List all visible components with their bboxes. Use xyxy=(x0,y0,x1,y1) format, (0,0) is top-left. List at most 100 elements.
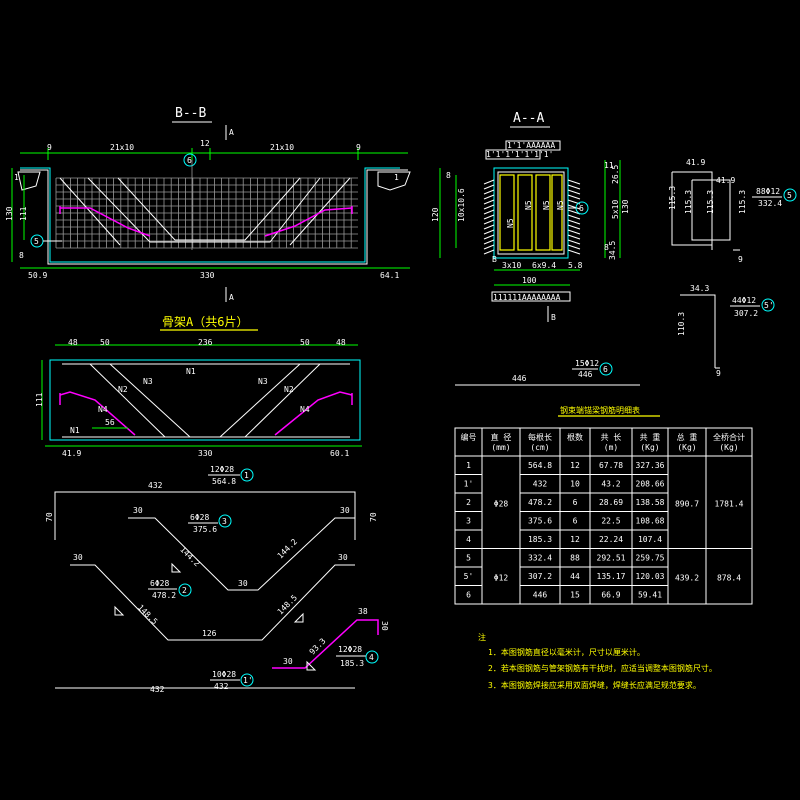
table-cell: 259.75 xyxy=(636,554,665,563)
table-cell: 327.36 xyxy=(636,461,665,470)
bb-dim-top-2: 12 xyxy=(200,139,210,148)
aa-hatch-line-left xyxy=(483,239,495,245)
table-cell: 890.7 xyxy=(675,499,699,508)
aa-dim-bottom-2: 5.8 xyxy=(568,261,583,270)
table-header-cell: 直 径 xyxy=(491,432,512,442)
aa-hatch-line-right xyxy=(567,209,581,215)
bar2-d126: 126 xyxy=(202,629,217,638)
bb-dim-bottom-1: 330 xyxy=(200,271,215,280)
table-cell: Φ28 xyxy=(494,499,509,508)
bar1p-label: 10Φ28 xyxy=(212,670,236,679)
aa-top-code-row2: 1'1'1'1'1'1'1' xyxy=(486,150,553,159)
note-3: 3．本图钢筋焊接应采用双面焊缝，焊缝长应满足规范要求。 xyxy=(488,680,701,690)
bar3-callout xyxy=(218,514,232,528)
table-cell: 88 xyxy=(570,554,580,563)
aa-hatch-line-right xyxy=(567,214,581,220)
s5-dim-2: 115.3 xyxy=(668,186,677,210)
aa-dim-left-0: 120 xyxy=(431,207,440,222)
aa-b-label-top: B xyxy=(492,255,497,264)
table-cell: 564.8 xyxy=(528,461,552,470)
bb-dim-top-1: 21x10 xyxy=(110,143,134,152)
table-cell: 185.3 xyxy=(528,535,552,544)
bar-6: 15Φ12 446 6 446 xyxy=(455,359,640,386)
bar1-dim: 432 xyxy=(148,481,163,490)
aa-hatch-line-left xyxy=(483,219,495,225)
truss-dim-bottom-0: 41.9 xyxy=(62,449,81,458)
aa-hatch-line-left xyxy=(483,209,495,215)
bar4-d30b: 30 xyxy=(380,621,389,631)
table-header-cell: 总 重 xyxy=(677,432,698,442)
truss-label-7: N1 xyxy=(70,426,80,435)
bar4-d933: 93.3 xyxy=(308,636,328,656)
table-cell: 2 xyxy=(466,498,471,507)
bar-3: 30 30 30 144.2 144.2 6Φ28 375.6 3 xyxy=(128,506,355,591)
aa-num-8: 8 xyxy=(446,171,451,180)
table-cell: 138.58 xyxy=(636,498,665,507)
bar1p-callout xyxy=(240,673,254,687)
table-header-cell: (Kg) xyxy=(640,443,659,452)
s5p-dim-2: 9 xyxy=(716,369,721,378)
aa-hatch-line-right xyxy=(567,224,581,230)
s5-dim-0: 41.9 xyxy=(686,158,705,167)
aa-bar-label-3: N5 xyxy=(556,200,565,210)
table-cell: 478.2 xyxy=(528,498,552,507)
aa-callout-6-text: 6 xyxy=(579,204,584,213)
table-cell: 4 xyxy=(466,535,471,544)
s5p-len: 307.2 xyxy=(734,309,758,318)
aa-hatch-line-right xyxy=(567,244,581,250)
table-cell: 1' xyxy=(464,480,474,489)
table-header-cell: (Kg) xyxy=(677,443,696,452)
aa-hatch-line-left xyxy=(483,234,495,240)
s5-dim-5-rot: 115.3 xyxy=(738,190,747,214)
table-cell: Φ12 xyxy=(494,573,509,582)
bar2-callout xyxy=(178,583,192,597)
note-1: 1．本图钢筋直径以毫米计，尺寸以厘米计。 xyxy=(488,647,645,657)
notes: 注 1．本图钢筋直径以毫米计，尺寸以厘米计。 2．若本图钢筋与管架钢筋有干扰时，… xyxy=(478,632,717,690)
aa-top-code: 1'1'AAAAAA xyxy=(507,141,555,150)
stirrup-5p: 34.3 110.3 9 44Φ12 307.2 5' xyxy=(677,284,775,378)
aa-hatch-line-left xyxy=(483,229,495,235)
truss-dim-top-1: 50 xyxy=(100,338,110,347)
s5-dim-9: 9 xyxy=(738,255,743,264)
bar3-d144a: 144.2 xyxy=(178,545,202,569)
notes-title: 注 xyxy=(478,632,486,642)
truss-a: 骨架A（共6片） 48 50 236 50 48 N1 N2 N3 N3 N2 … xyxy=(35,315,362,458)
truss-label-3: N3 xyxy=(258,377,268,386)
aa-hatch-line-left xyxy=(483,199,495,205)
table-header-cell: (Kg) xyxy=(719,443,738,452)
table-cell: 292.51 xyxy=(597,554,626,563)
table-cell: 446 xyxy=(533,591,548,600)
bar3-d30c: 30 xyxy=(238,579,248,588)
bar6-callout xyxy=(599,362,613,376)
table-cell: 1781.4 xyxy=(715,499,744,508)
bar2-d1485a: 148.5 xyxy=(136,603,160,627)
truss-label-1: N2 xyxy=(118,385,128,394)
bar3-d144b: 144.2 xyxy=(276,537,300,561)
aa-dim-right-5: 34.5 xyxy=(608,241,617,260)
s5-dim-3: 115.3 xyxy=(684,190,693,214)
table-cell: 307.2 xyxy=(528,572,552,581)
aa-hatch-line-left xyxy=(483,184,495,190)
table-header-cell: 根数 xyxy=(567,432,583,442)
table-cell: 5' xyxy=(464,572,474,581)
bar3-callout-text: 3 xyxy=(222,517,227,526)
table-cell: 439.2 xyxy=(675,573,699,582)
bb-dim-left-2: 8 xyxy=(19,251,24,260)
bb-dim-top-4: 9 xyxy=(356,143,361,152)
bar4-callout xyxy=(365,650,379,664)
aa-dim-right-0: 26.5 xyxy=(611,165,620,184)
section-bb-title: B--B xyxy=(175,106,206,121)
truss-dim-56: 56 xyxy=(105,418,115,427)
table-cell: 375.6 xyxy=(528,517,552,526)
bar1-label: 12Φ28 xyxy=(210,465,234,474)
bar6-callout-text: 6 xyxy=(603,365,608,374)
bar3-d30a: 30 xyxy=(133,506,143,515)
cut-label-bottom: A xyxy=(229,293,234,302)
bar4-label: 12Φ28 xyxy=(338,645,362,654)
section-aa-title: A--A xyxy=(513,111,544,126)
aa-bar-label-2: N5 xyxy=(542,200,551,210)
aa-dim-right-3: 130 xyxy=(621,199,630,214)
bar4-len: 185.3 xyxy=(340,659,364,668)
bb-dim-left-0: 130 xyxy=(5,206,14,221)
